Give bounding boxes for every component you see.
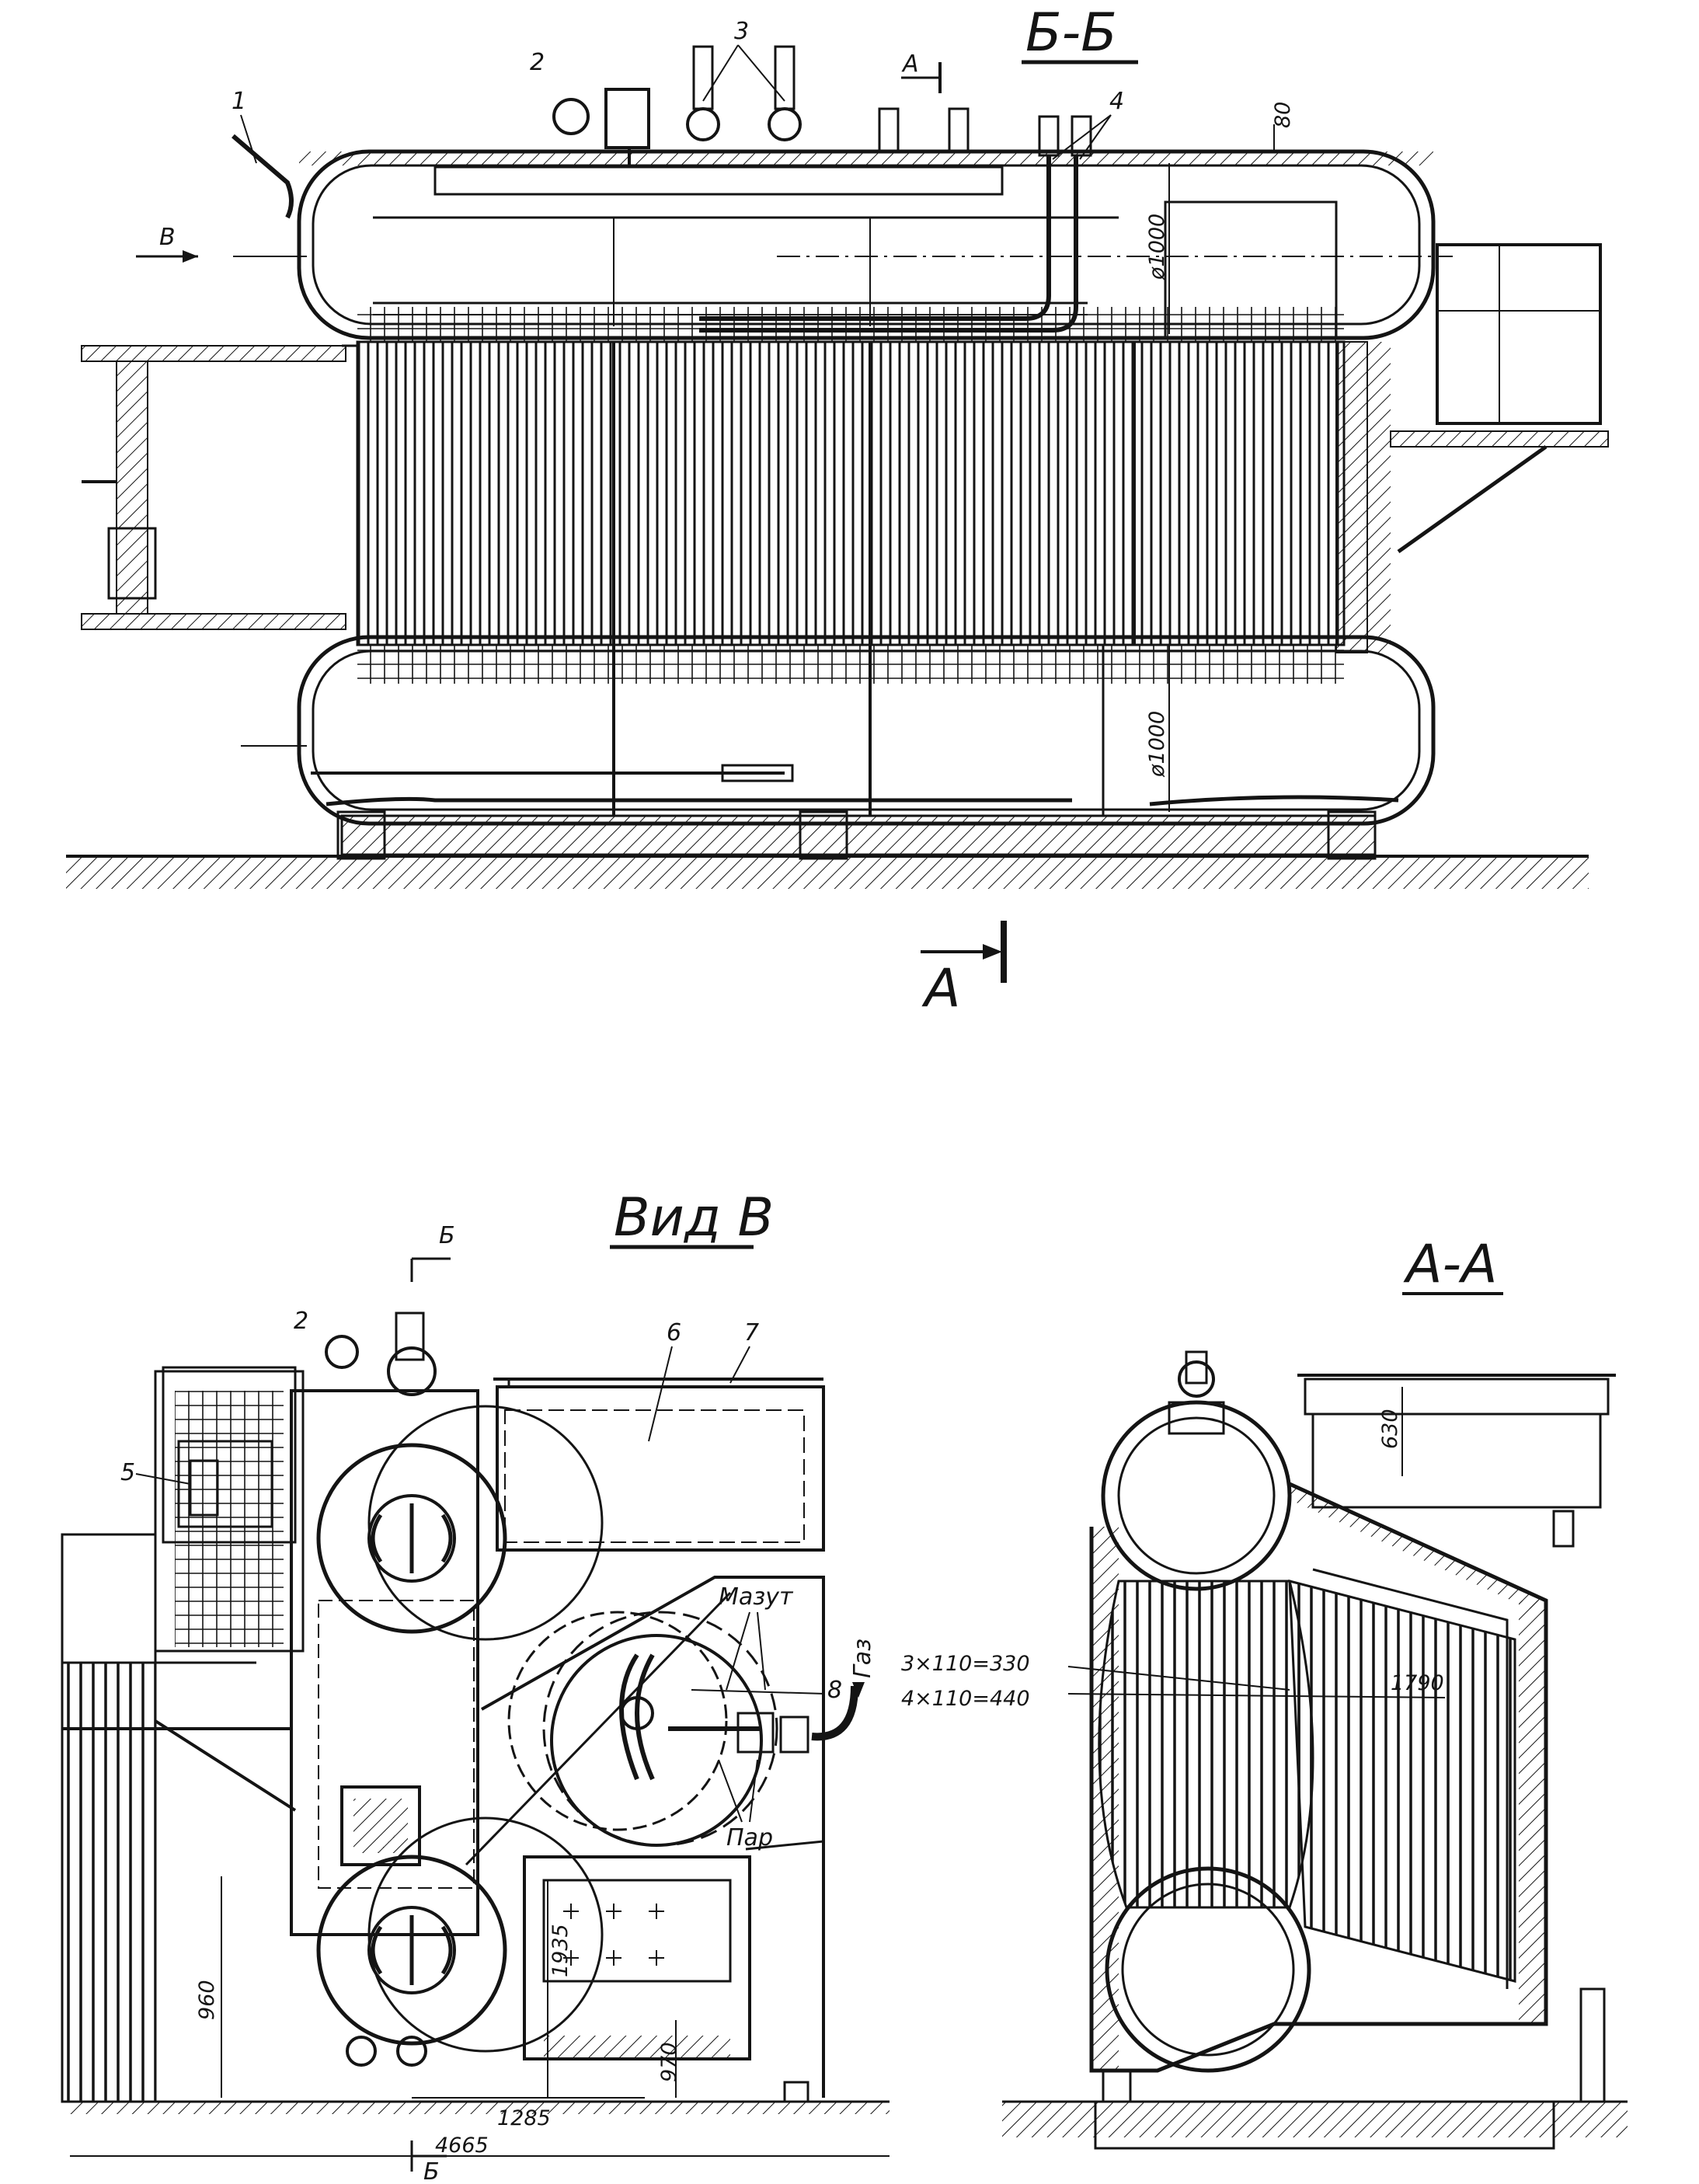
- valve-wheel-icon: [325, 1335, 359, 1369]
- section-mark-a-bottom: А: [921, 958, 961, 1019]
- dim-1790: 1790: [1391, 1671, 1444, 1695]
- callout-4: 4: [1109, 88, 1124, 115]
- staircase: [61, 1370, 305, 2103]
- view-b: [61, 1311, 890, 2157]
- section-mark-a-top: А: [901, 51, 919, 78]
- section-aa: [1002, 1350, 1628, 2150]
- ground-bb: [66, 855, 1589, 889]
- callout-6: 6: [667, 1319, 681, 1346]
- right-gas-duct: [1367, 243, 1609, 653]
- upper-platform: [162, 1366, 297, 1544]
- safety-valve-icon: [768, 107, 802, 141]
- dim-1000-top: ø1000: [1145, 214, 1169, 280]
- valve-wheel-icon: [552, 98, 590, 135]
- dim-80: 80: [1271, 102, 1295, 128]
- section-aa-title: А-А: [1403, 1234, 1498, 1295]
- callout-5: 5: [120, 1459, 135, 1486]
- dim-pitch-330: 3×110=330: [901, 1652, 1030, 1676]
- label-steam: Пар: [726, 1824, 773, 1851]
- dim-1935: 1935: [548, 1924, 573, 1977]
- view-b-title: Вид В: [614, 1187, 774, 1249]
- safety-valve-icon: [686, 107, 720, 141]
- callout-1: 1: [232, 88, 246, 115]
- gas-pipe: [811, 1685, 858, 1741]
- furnace-casing: [465, 1378, 858, 2103]
- valve-icon: [1178, 1360, 1215, 1398]
- main-steam-valve: [604, 88, 650, 149]
- callout-3: 3: [734, 18, 749, 45]
- callout-5-box: [189, 1459, 219, 1517]
- section-mark-b-top: Б: [439, 1222, 455, 1249]
- dim-960: 960: [195, 1980, 219, 2020]
- section-bb: [66, 45, 1609, 889]
- dim-4665: 4665: [435, 2133, 489, 2158]
- callout-2: 2: [530, 49, 545, 76]
- dim-970: 970: [657, 2042, 681, 2082]
- callout-7: 7: [744, 1319, 759, 1346]
- lower-drum-end: [316, 1855, 507, 2046]
- convection-tube-bundle: [356, 307, 1368, 816]
- callout-2-view: 2: [294, 1308, 308, 1335]
- view-arrow-b-label: В: [159, 224, 176, 251]
- dim-pitch-440: 4×110=440: [901, 1687, 1030, 1711]
- top-fittings: [232, 45, 1275, 219]
- dim-630: 630: [1378, 1409, 1402, 1449]
- support-foot: [336, 810, 386, 860]
- support-foot: [1327, 810, 1377, 860]
- pipe-1: [232, 134, 294, 219]
- section-bb-title: Б-Б: [1025, 2, 1117, 64]
- upper-drum-end: [316, 1443, 507, 1634]
- lower-drum: [297, 635, 1436, 826]
- burner-pipes: [619, 1653, 655, 1781]
- label-mazut: Мазут: [719, 1583, 794, 1611]
- label-gas: Газ: [849, 1639, 876, 1678]
- dim-1000-bottom: ø1000: [1145, 711, 1169, 778]
- aa-upper-drum: [1101, 1400, 1292, 1591]
- left-smoke-box: [81, 344, 357, 630]
- section-mark-b-bottom: Б: [423, 2158, 440, 2184]
- dim-1285: 1285: [497, 2106, 551, 2130]
- support-foot: [799, 810, 848, 860]
- callout-8: 8: [827, 1677, 842, 1704]
- boiler-body-front: [290, 1311, 604, 2067]
